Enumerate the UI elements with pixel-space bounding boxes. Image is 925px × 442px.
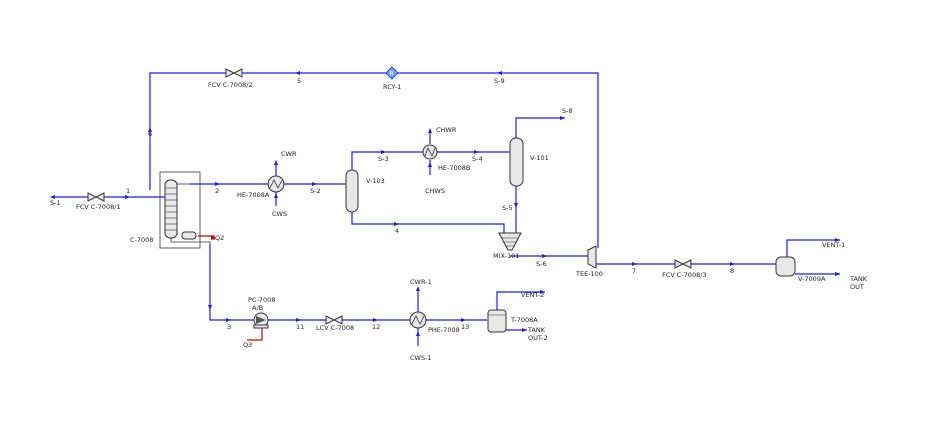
stream-vent1-line[interactable] (786, 239, 840, 257)
stream-arrows (50, 71, 840, 332)
label-s5: S-5 (502, 204, 513, 212)
heat-exchanger-phe[interactable] (409, 311, 427, 329)
mixer-mix101[interactable] (498, 232, 522, 251)
vessel-v7009a[interactable] (775, 256, 796, 277)
label-tankout-2: OUT (850, 283, 864, 291)
vessel-v103[interactable] (345, 169, 359, 213)
label-vent2: VENT-2 (521, 291, 544, 299)
label-stream-7: 7 (632, 267, 636, 275)
label-stream-6: 6 (148, 130, 152, 138)
label-cws1: CWS-1 (410, 354, 432, 362)
heat-exchanger-a[interactable] (267, 175, 285, 193)
label-s2: S-2 (310, 187, 321, 195)
label-stream-2: 2 (215, 187, 219, 195)
label-q3: Q3 (243, 341, 252, 349)
label-s9: S-9 (494, 77, 505, 85)
tee-tee100[interactable] (587, 245, 597, 269)
stream-4-line[interactable] (351, 212, 505, 233)
label-s8: S-8 (562, 107, 573, 115)
label-tankout2-1: TANK (527, 326, 546, 334)
label-stream-11: 11 (296, 323, 304, 331)
label-vent1: VENT-1 (822, 241, 845, 249)
utility-lines (198, 128, 432, 346)
heat-exchanger-b[interactable] (422, 144, 438, 160)
label-tee: TEE-100 (575, 270, 603, 278)
column-c7008[interactable] (159, 171, 211, 249)
label-lcv: LCV C-7008 (316, 324, 354, 332)
stream-3-line[interactable] (209, 244, 254, 321)
label-cwr1: CWR-1 (410, 278, 432, 286)
label-he-b: HE-7008B (438, 164, 470, 172)
label-s1: S-1 (50, 199, 61, 207)
label-chwr: CHWR (436, 126, 457, 134)
label-mixer: MIX-101 (493, 252, 519, 260)
tank-t7008a[interactable] (487, 309, 507, 333)
label-rcy1: RCY-1 (383, 83, 401, 91)
fcv-2-valve[interactable] (225, 68, 243, 78)
label-he-a: HE-7008A (237, 191, 270, 199)
label-fcv2: FCV C-7008/2 (208, 81, 253, 89)
label-v103: V-103 (366, 177, 385, 185)
label-stream-5: 5 (297, 77, 301, 85)
label-cws: CWS (272, 210, 287, 218)
q3-line[interactable] (247, 327, 263, 341)
pump-pc7008[interactable] (253, 312, 269, 329)
fcv-1-valve[interactable] (87, 192, 105, 202)
label-chws: CHWS (425, 187, 445, 195)
label-stream-1: 1 (126, 187, 130, 195)
label-tank: T-7008A (510, 316, 538, 324)
stream-s8-line[interactable] (515, 117, 565, 138)
labels: S-1 1 FCV C-7008/1 6 FCV C-7008/2 5 RCY-… (50, 77, 868, 362)
label-v101: V-101 (530, 154, 549, 162)
vessel-v101[interactable] (509, 137, 524, 187)
label-stream-13: 13 (461, 323, 469, 331)
stream-6-line[interactable] (149, 72, 229, 190)
stream-vent2-line[interactable] (496, 291, 545, 310)
fcv-3-valve[interactable] (674, 259, 692, 269)
lcv-valve[interactable] (325, 315, 343, 325)
label-v7009a: V-7009A (798, 275, 826, 283)
label-stream-3: 3 (227, 323, 231, 331)
label-tankout-1: TANK (849, 275, 868, 283)
label-stream-4: 4 (395, 227, 399, 235)
label-cwr: CWR (281, 150, 297, 158)
stream-s9-line[interactable] (398, 72, 599, 248)
label-pump: PC-7008 (248, 296, 275, 304)
label-fcv3: FCV C-7008/3 (662, 271, 707, 279)
label-phe: PHE-7008 (428, 326, 460, 334)
label-s4: S-4 (472, 155, 483, 163)
label-stream-8: 8 (730, 267, 734, 275)
label-s3: S-3 (378, 155, 389, 163)
svg-text:R: R (390, 71, 394, 78)
label-pump-sub: A/B (252, 304, 263, 312)
label-q2: Q2 (215, 234, 224, 242)
stream-s3-line[interactable] (351, 151, 423, 170)
label-s6: S-6 (536, 260, 547, 268)
recycle-rcy1[interactable]: R (385, 66, 399, 80)
label-fcv1: FCV C-7008/1 (76, 203, 121, 211)
label-stream-12: 12 (372, 323, 380, 331)
label-column: C-7008 (130, 236, 153, 244)
label-tankout2-2: OUT-2 (528, 334, 548, 342)
